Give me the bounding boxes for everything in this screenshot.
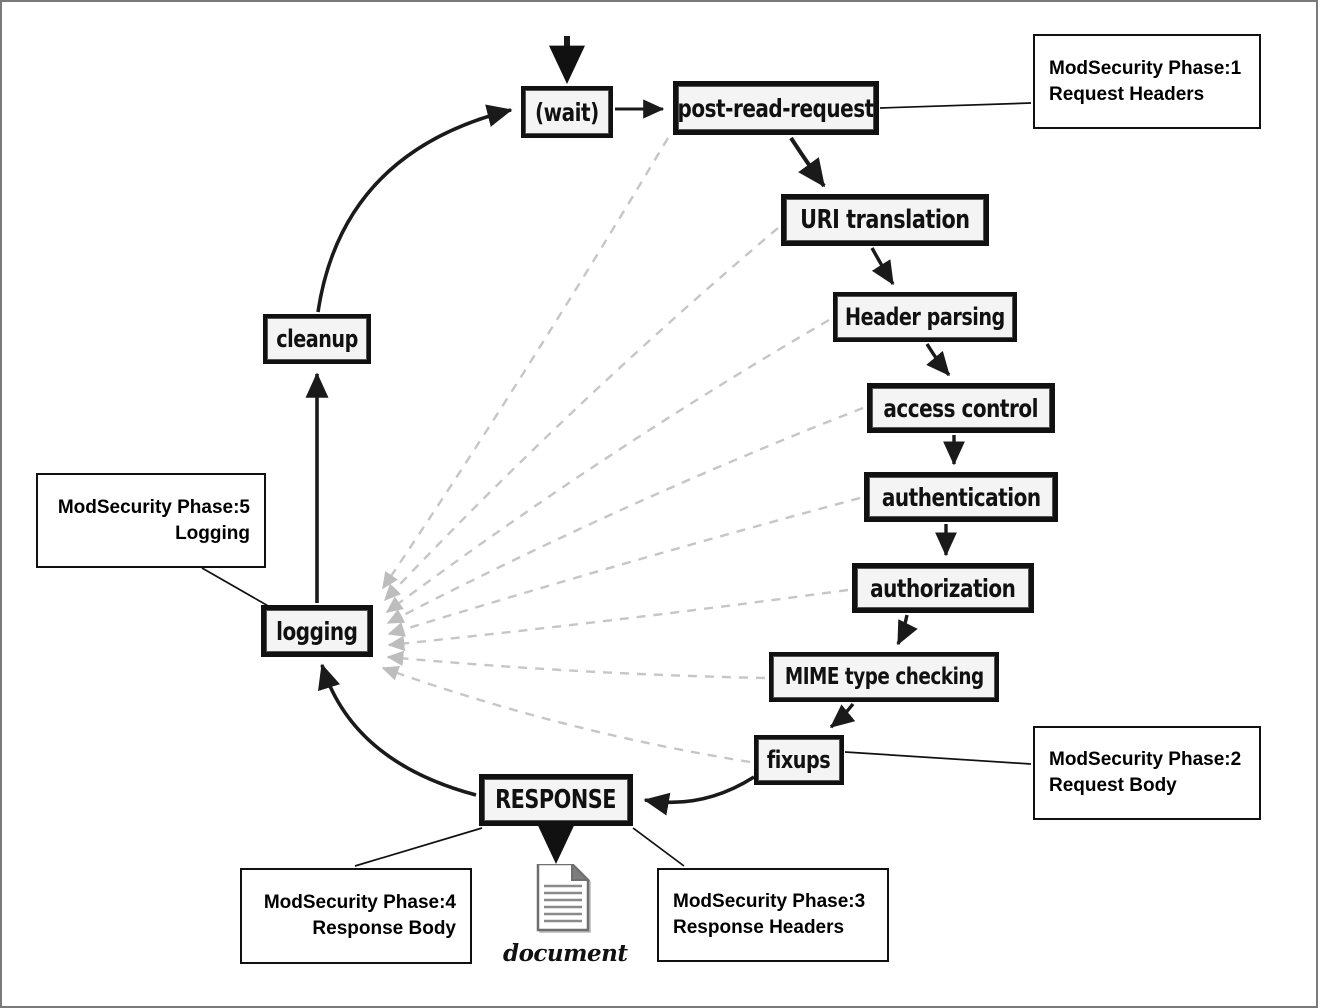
node-post-read-request-inner: post-read-request	[677, 86, 875, 130]
note-phase-1-line-2: Request Headers	[1049, 83, 1205, 105]
node-header-parsing[interactable]: Header parsing	[833, 292, 1017, 342]
node-authorization-inner: authorization	[857, 568, 1029, 608]
note-modsecurity-phase-1: ModSecurity Phase:1 Request Headers	[1033, 34, 1261, 129]
note-phase-3-line-1: ModSecurity Phase:3	[673, 891, 866, 913]
document-output: document	[503, 861, 628, 967]
note-modsecurity-phase-2: ModSecurity Phase:2 Request Body	[1033, 726, 1261, 820]
edge-mime-to-fixups	[829, 702, 856, 729]
edge-fixups-to-response	[643, 775, 755, 816]
node-response[interactable]: RESPONSE	[479, 774, 633, 826]
node-cleanup-label: cleanup	[276, 325, 358, 353]
note-modsecurity-phase-3: ModSecurity Phase:3 Response Headers	[657, 868, 889, 962]
document-caption: document	[503, 940, 628, 967]
note-modsecurity-phase-4: ModSecurity Phase:4 Response Body	[240, 868, 472, 964]
note-phase-4-line-2: Response Body	[312, 918, 456, 939]
node-post-read-request-label: post-read-request	[677, 93, 875, 123]
note-phase-4-line-1: ModSecurity Phase:4	[263, 892, 456, 914]
node-uri-translation-inner: URI translation	[786, 199, 984, 241]
note-phase-1-line-1: ModSecurity Phase:1	[1049, 57, 1242, 79]
leader-phase4	[354, 827, 483, 867]
node-access-control-inner: access control	[872, 388, 1050, 428]
note-modsecurity-phase-5: ModSecurity Phase:5 Logging	[36, 473, 266, 568]
edge-uri-to-header	[870, 247, 895, 286]
edge-response-to-logging	[318, 663, 477, 797]
dashed-edge-mime-to-logging	[386, 650, 766, 680]
node-header-parsing-inner: Header parsing	[837, 296, 1013, 338]
dashed-edge-uri-to-logging	[384, 227, 779, 602]
node-mime-type-checking[interactable]: MIME type checking	[769, 652, 999, 702]
leader-phase1	[879, 102, 1032, 109]
node-authorization[interactable]: authorization	[852, 563, 1034, 613]
node-post-read-request[interactable]: post-read-request	[673, 81, 879, 135]
note-phase-2-line-2: Request Body	[1049, 775, 1177, 796]
node-mime-type-checking-inner: MIME type checking	[773, 656, 995, 698]
edge-header-to-access	[925, 343, 951, 377]
node-fixups-inner: fixups	[758, 739, 840, 781]
leader-phase5	[201, 567, 271, 608]
node-cleanup[interactable]: cleanup	[263, 314, 371, 364]
node-uri-translation-label: URI translation	[800, 205, 970, 235]
edge-cleanup-to-wait	[316, 104, 513, 313]
leader-phase3	[632, 827, 685, 867]
node-logging[interactable]: logging	[261, 605, 373, 657]
edge-authz-to-mime	[896, 614, 918, 646]
node-uri-translation[interactable]: URI translation	[781, 194, 989, 246]
node-response-label: RESPONSE	[495, 785, 617, 815]
dashed-edge-access-to-logging	[386, 406, 864, 625]
node-response-inner: RESPONSE	[484, 779, 628, 821]
node-authorization-label: authorization	[870, 573, 1016, 603]
document-icon	[536, 861, 594, 934]
node-access-control-label: access control	[883, 393, 1039, 423]
node-wait-label: (wait)	[535, 97, 599, 127]
node-wait-inner: (wait)	[525, 90, 609, 134]
dashed-edge-fixups-to-logging	[381, 665, 751, 764]
node-fixups-label: fixups	[767, 746, 831, 774]
leader-phase2	[844, 751, 1032, 765]
node-cleanup-inner: cleanup	[267, 318, 367, 360]
note-phase-3-line-2: Response Headers	[673, 917, 845, 938]
edge-post-read-to-uri	[789, 136, 826, 188]
dashed-edge-authz-to-logging	[387, 588, 849, 652]
dashed-edge-post-read-to-logging	[382, 137, 670, 590]
node-header-parsing-label: Header parsing	[845, 303, 1005, 331]
dashed-edge-auth-to-logging	[387, 496, 861, 637]
node-fixups[interactable]: fixups	[754, 735, 844, 785]
note-phase-2-line-1: ModSecurity Phase:2	[1049, 749, 1242, 771]
node-access-control[interactable]: access control	[867, 383, 1055, 433]
node-mime-type-checking-label: MIME type checking	[784, 664, 984, 690]
note-phase-5-line-1: ModSecurity Phase:5	[57, 496, 250, 518]
node-wait[interactable]: (wait)	[521, 86, 613, 138]
dashed-edge-header-to-logging	[385, 318, 830, 613]
node-authentication[interactable]: authentication	[864, 472, 1058, 522]
node-logging-inner: logging	[266, 610, 368, 652]
node-logging-label: logging	[276, 616, 358, 646]
note-phase-5-line-2: Logging	[175, 522, 250, 544]
solid-edges	[305, 36, 965, 864]
node-authentication-label: authentication	[881, 482, 1041, 512]
node-authentication-inner: authentication	[869, 477, 1053, 517]
